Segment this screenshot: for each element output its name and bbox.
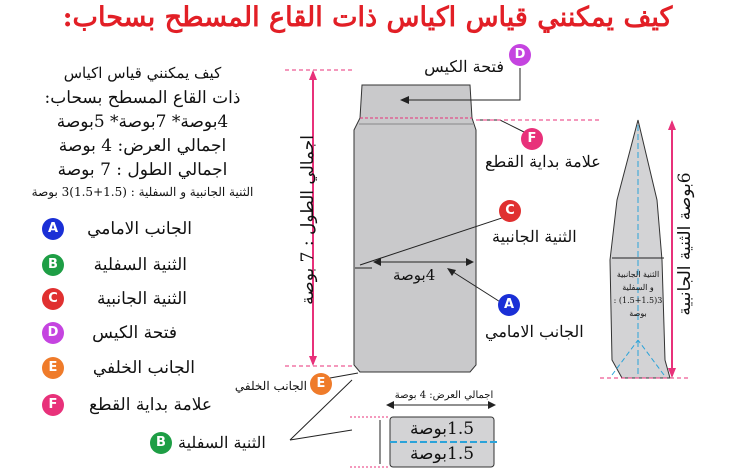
badge-f: F bbox=[521, 128, 543, 150]
tear-label: علامة بداية القطع bbox=[485, 152, 601, 171]
legend-badge: F bbox=[42, 394, 64, 416]
info-line: اجمالي العرض: 4 بوصة bbox=[58, 136, 227, 156]
bottom-label: الثنية السفلية bbox=[178, 433, 266, 452]
opening-label: فتحة الكيس bbox=[424, 57, 504, 76]
legend-badge: D bbox=[42, 322, 64, 344]
legend-badge: A bbox=[42, 218, 64, 240]
front-label: الجانب الامامي bbox=[485, 322, 584, 341]
total-height-label: اجمالي الطول : 7 بوصة bbox=[298, 135, 318, 305]
badge-b: B bbox=[150, 432, 172, 454]
legend-label: الثنية الجانبية bbox=[97, 289, 187, 309]
gusset-shape bbox=[609, 119, 671, 379]
legend-badge: E bbox=[42, 357, 64, 379]
legend-label: الجانب الخلفي bbox=[92, 358, 195, 378]
gusset-note-line: و السفلية bbox=[622, 283, 654, 292]
gusset-note: الثنية الجانبية و السفلية 3(1.5+1.5) : ب… bbox=[612, 268, 664, 320]
legend-label: الجانب الامامي bbox=[87, 219, 192, 239]
info-line: 4بوصة* 7بوصة* 5بوصة bbox=[56, 112, 229, 132]
info-line: اجمالي الطول : 7 بوصة bbox=[57, 160, 228, 180]
gusset-note-line: 3(1.5+1.5) : bbox=[613, 296, 663, 305]
legend-label: الثنية السفلية bbox=[93, 255, 187, 275]
gusset-note-line: بوصة bbox=[629, 309, 647, 318]
side-gusset-label: الثنية الجانبية bbox=[492, 227, 577, 246]
gusset-note-line: الثنية الجانبية bbox=[616, 270, 660, 279]
legend-badge: B bbox=[42, 254, 64, 276]
info-line: ذات القاع المسطح بسحاب: bbox=[44, 88, 241, 108]
badge-e: E bbox=[310, 373, 332, 395]
badge-d: D bbox=[509, 44, 531, 66]
badge-c: C bbox=[499, 200, 521, 222]
legend-label: فتحة الكيس bbox=[92, 323, 177, 343]
legend-badge: C bbox=[42, 288, 64, 310]
bag-front bbox=[353, 84, 477, 373]
page-title: كيف يمكنني قياس اكياس ذات القاع المسطح ب… bbox=[62, 2, 673, 33]
back-label: الجانب الخلفي bbox=[234, 379, 307, 393]
badge-a: A bbox=[498, 294, 520, 316]
bottom-top-label: 1.5بوصة bbox=[409, 419, 475, 439]
info-line: كيف يمكنني قياس اكياس bbox=[63, 64, 222, 82]
width-label: 4بوصة bbox=[393, 266, 436, 284]
info-line: الثنية الجانبية و السفلية : (1.5+1.5)3 ب… bbox=[31, 185, 254, 199]
bottom-width-label: اجمالي العرض: 4 بوصة bbox=[394, 390, 494, 401]
bottom-bottom-label: 1.5بوصة bbox=[409, 444, 475, 464]
legend-label: علامة بداية القطع bbox=[88, 395, 212, 415]
side-height-label: 6بوصة الثنية الجانبية bbox=[675, 172, 695, 316]
